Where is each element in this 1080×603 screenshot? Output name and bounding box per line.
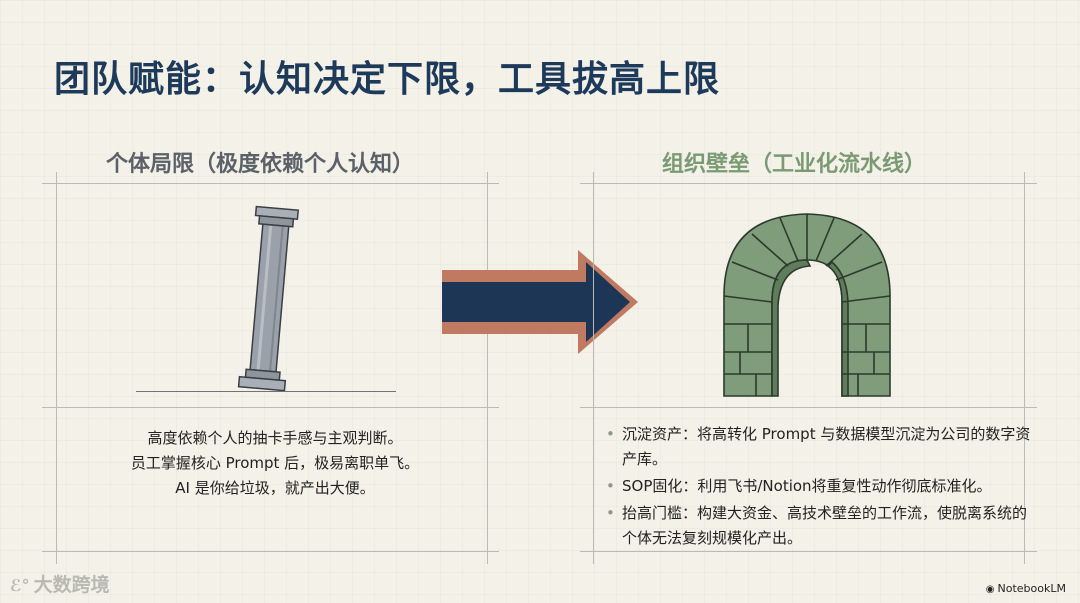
left-frame-top-line [42, 183, 499, 184]
left-caption: 高度依赖个人的抽卡手感与主观判断。 员工掌握核心 Prompt 后，极易离职单飞… [90, 426, 460, 501]
brand-label: NotebookLM [998, 582, 1066, 595]
right-frame-mid-line [580, 407, 1037, 408]
left-caption-line: AI 是你给垃圾，就产出大便。 [90, 476, 460, 501]
right-panel-heading: 组织壁垒（工业化流水线） [662, 146, 926, 178]
left-frame-mid-line [42, 407, 499, 408]
watermark-text: 大数跨境 [34, 574, 110, 596]
right-bullet-list: 沉淀资产：将高转化 Prompt 与数据模型沉淀为公司的数字资产库。 SOP固化… [604, 422, 1034, 553]
watermark: ℰ°大数跨境 [10, 570, 110, 597]
stone-arch-icon [718, 206, 896, 398]
right-arrow-icon [440, 248, 640, 356]
watermark-logo-icon: ℰ° [10, 576, 30, 595]
left-caption-line: 员工掌握核心 Prompt 后，极易离职单飞。 [90, 451, 460, 476]
left-panel-heading: 个体局限（极度依赖个人认知） [106, 146, 414, 178]
right-frame-top-line [580, 183, 1037, 184]
left-caption-line: 高度依赖个人的抽卡手感与主观判断。 [90, 426, 460, 451]
ground-line [136, 391, 396, 392]
notebooklm-icon: ◉ [986, 584, 995, 595]
list-item: 抬高门槛：构建大资金、高技术壁垒的工作流，使脱离系统的个体无法复刻规模化产出。 [604, 501, 1034, 551]
notebooklm-brand: ◉NotebookLM [986, 582, 1066, 595]
left-frame-bottom-line [42, 551, 499, 552]
left-frame-left-line [56, 172, 57, 564]
tilted-pillar-icon [234, 206, 304, 400]
slide-title: 团队赋能：认知决定下限，工具拔高上限 [54, 50, 720, 102]
right-frame-left-line [593, 172, 594, 564]
list-item: SOP固化：利用飞书/Notion将重复性动作彻底标准化。 [604, 474, 1034, 499]
list-item: 沉淀资产：将高转化 Prompt 与数据模型沉淀为公司的数字资产库。 [604, 422, 1034, 472]
left-frame-right-line [487, 172, 488, 564]
